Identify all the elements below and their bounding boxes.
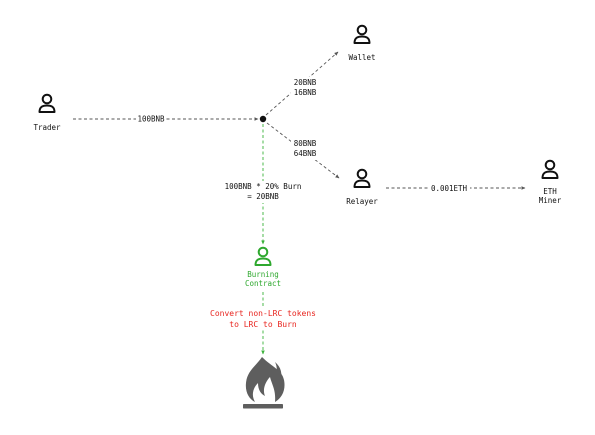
fire-icon bbox=[243, 357, 285, 409]
label-hub-to-wallet: 20BNB 16BNB bbox=[291, 77, 319, 99]
person-icon bbox=[541, 159, 559, 179]
edge-label-line2: 16BNB bbox=[294, 88, 317, 97]
node-trader: Trader bbox=[33, 93, 61, 132]
node-eth-miner: ETH Miner bbox=[539, 159, 562, 205]
node-relayer: Relayer bbox=[346, 168, 378, 206]
label-hub-to-relayer: 80BNB 64BNB bbox=[291, 138, 319, 160]
node-burning-contract: Burning Contract bbox=[245, 246, 281, 288]
person-icon bbox=[353, 24, 371, 44]
edge-label-line1: 20BNB bbox=[294, 78, 317, 87]
label-trader-to-hub: 100BNB bbox=[136, 113, 166, 124]
node-wallet: Wallet bbox=[348, 24, 376, 62]
edge-label: 100BNB bbox=[137, 115, 165, 124]
edge-label-line2: = 20BNB bbox=[247, 192, 279, 201]
node-label: Wallet bbox=[348, 53, 375, 62]
label-hub-to-burn: 100BNB * 20% Burn = 20BNB bbox=[222, 181, 304, 203]
edge-label-line2: 64BNB bbox=[294, 149, 317, 158]
node-label-line2: Contract bbox=[245, 279, 281, 288]
edge-label-line1: 100BNB * 20% Burn bbox=[225, 182, 302, 191]
node-label-line1: Burning bbox=[247, 270, 279, 279]
label-relayer-to-miner: 0.001ETH bbox=[428, 183, 470, 194]
node-label-line1: ETH bbox=[543, 187, 557, 196]
person-icon bbox=[254, 246, 272, 266]
note-line2: to LRC to Burn bbox=[229, 320, 297, 329]
edge-label: 0.001ETH bbox=[431, 184, 468, 193]
label-burn-to-fire: Convert non-LRC tokens to LRC to Burn bbox=[205, 307, 321, 330]
edge-label-line1: 80BNB bbox=[294, 139, 317, 148]
node-label: Relayer bbox=[346, 197, 378, 206]
person-icon bbox=[38, 93, 56, 113]
person-icon bbox=[353, 168, 371, 188]
hub-node bbox=[259, 115, 267, 123]
node-label: Trader bbox=[33, 123, 61, 132]
node-label-line2: Miner bbox=[539, 196, 562, 205]
edge-hub-to-wallet bbox=[265, 51, 339, 116]
note-line1: Convert non-LRC tokens bbox=[210, 309, 316, 318]
